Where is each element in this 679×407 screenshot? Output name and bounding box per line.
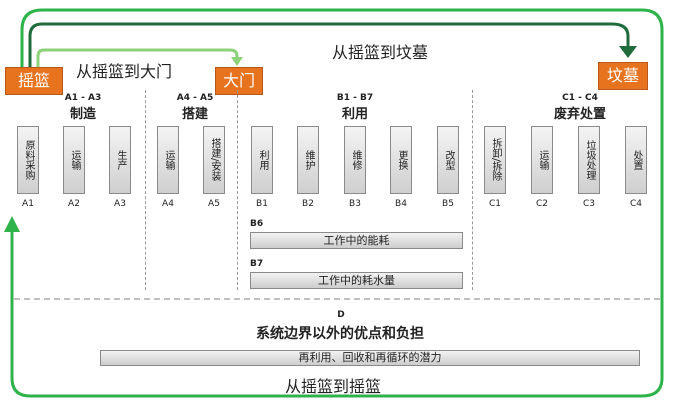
stage-code-construction: A4 - A5 <box>176 93 214 103</box>
divider-a5-b1 <box>237 90 238 290</box>
module-a2-id: A2 <box>68 199 80 209</box>
module-b2-id: B2 <box>302 199 314 209</box>
module-a2: 运输 <box>63 126 85 194</box>
stage-code-manufacture: A1 - A3 <box>64 93 102 103</box>
module-a3: 生产 <box>109 126 131 194</box>
cradle-to-grave-arrowhead <box>619 46 637 58</box>
module-b4: 更换 <box>390 126 412 194</box>
cradle-to-cradle-loop <box>10 8 664 398</box>
module-c2: 运输 <box>531 126 553 194</box>
cradle-tag: 摇篮 <box>5 67 63 95</box>
module-b1: 利用 <box>251 126 273 194</box>
module-c4-id: C4 <box>629 199 642 209</box>
module-b7-bar: 工作中的耗水量 <box>250 272 463 289</box>
module-c3-id: C3 <box>582 199 595 209</box>
module-b6-id: B6 <box>250 219 264 229</box>
module-c2-id: C2 <box>535 199 548 209</box>
module-c3: 垃圾处理 <box>578 126 600 194</box>
grave-tag: 坟墓 <box>598 62 648 90</box>
cradle-to-cradle-arrowhead <box>4 216 20 232</box>
module-b7-id: B7 <box>250 259 264 269</box>
module-b2: 维护 <box>297 126 319 194</box>
module-b6-bar: 工作中的能耗 <box>250 232 463 249</box>
module-b1-id: B1 <box>256 199 268 209</box>
gate-tag: 大门 <box>215 67 263 95</box>
cradle-to-grave-label: 从摇篮到坟墓 <box>332 43 429 62</box>
module-a5-id: A5 <box>208 199 220 209</box>
stage-name-manufacture: 制造 <box>69 107 96 122</box>
cradle-to-gate-line <box>36 48 239 70</box>
module-a3-id: A3 <box>114 199 126 209</box>
module-a4-id: A4 <box>162 199 174 209</box>
module-c1: 拆卸/拆除 <box>484 126 506 194</box>
cradle-to-grave-line <box>28 22 630 70</box>
cradle-to-cradle-label: 从摇篮到摇篮 <box>285 377 382 396</box>
stage-name-use: 利用 <box>341 107 368 122</box>
module-a1-id: A1 <box>22 199 34 209</box>
cradle-to-gate-label: 从摇篮到大门 <box>76 62 173 81</box>
module-b3-id: B3 <box>349 199 361 209</box>
module-b4-id: B4 <box>395 199 407 209</box>
stage-code-use: B1 - B7 <box>336 93 374 103</box>
module-a4: 运输 <box>157 126 179 194</box>
stage-code-end-of-life: C1 - C4 <box>562 93 598 103</box>
stage-name-construction: 搭建 <box>181 107 208 122</box>
cradle-to-gate-arrowhead <box>231 57 243 66</box>
beyond-potential-bar: 再利用、回收和再循环的潜力 <box>100 350 640 366</box>
module-b5: 改型 <box>437 126 459 194</box>
divider-b5-c1 <box>472 90 473 290</box>
module-b3: 维修 <box>344 126 366 194</box>
module-a5: 搭建/安装 <box>203 126 225 194</box>
beyond-code: D <box>337 310 345 320</box>
divider-a3-a4 <box>145 90 146 290</box>
module-c1-id: C1 <box>488 199 501 209</box>
beyond-title: 系统边界以外的优点和负担 <box>256 326 424 342</box>
module-b5-id: B5 <box>442 199 454 209</box>
stage-name-end-of-life: 废弃处置 <box>553 107 606 122</box>
module-a1: 原料采购 <box>17 126 39 194</box>
module-c4: 处置 <box>625 126 647 194</box>
